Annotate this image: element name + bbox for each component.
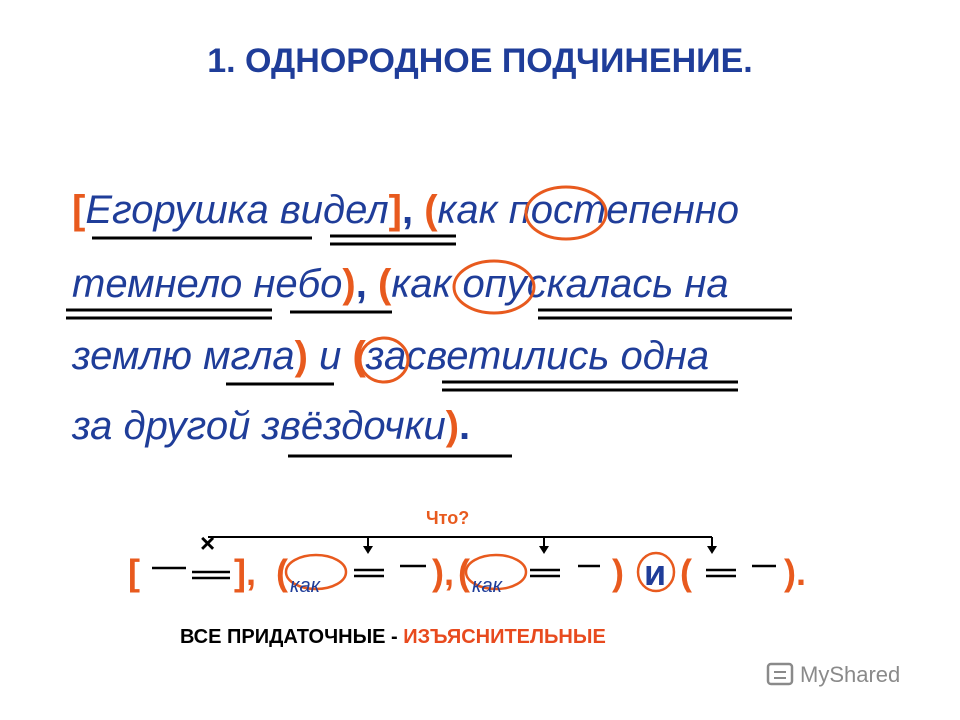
word-kak-1: как xyxy=(437,188,498,232)
scheme-clause-1-close: ), xyxy=(432,552,454,593)
conjunction-circle xyxy=(358,336,410,384)
scheme-clause-2-close: ) xyxy=(612,552,624,593)
page-title: 1. ОДНОРОДНОЕ ПОДЧИНЕНИЕ. xyxy=(207,42,753,80)
word-na: на xyxy=(684,262,729,306)
clause-3-close-paren: ) xyxy=(445,404,460,448)
clause-1-open-paren: ( xyxy=(424,188,438,232)
scheme-conj-i: и xyxy=(644,552,667,593)
conjunction-circle xyxy=(452,259,536,315)
scheme-arrow-head xyxy=(707,546,717,554)
sentence-line-2: темнело небо), (как опускалась на xyxy=(72,262,729,307)
word-videl: видел xyxy=(279,188,389,232)
scheme-main-close: ], xyxy=(234,552,256,593)
scheme-cross: × xyxy=(200,528,216,558)
scheme-clause-2-open: ( xyxy=(458,552,470,593)
period: . xyxy=(459,404,471,448)
scheme-kak-1: как xyxy=(290,575,321,597)
word-nebo: небо xyxy=(253,262,343,306)
comma: , xyxy=(401,188,414,232)
scheme-arrow-head xyxy=(539,546,549,554)
scheme-kak-circle xyxy=(464,553,528,591)
word-opuskalas: опускалась xyxy=(462,262,674,306)
scheme-clause-3-open: ( xyxy=(680,552,692,593)
watermark-icon xyxy=(766,662,794,686)
word-postepenno: постепенно xyxy=(508,188,740,232)
word-egorushka: Егорушка xyxy=(85,188,269,232)
word-odna: одна xyxy=(620,334,710,378)
summary-line: ВСЕ ПРИДАТОЧНЫЕ - ИЗЪЯСНИТЕЛЬНЫЕ xyxy=(180,626,606,649)
clause-2-close-paren: ) xyxy=(294,334,308,378)
word-zvezdochki: звёздочки xyxy=(261,404,446,448)
word-zemlyu: землю xyxy=(72,334,192,378)
scheme-clause-3-close: ). xyxy=(784,552,806,593)
conjunction-circle xyxy=(524,185,608,241)
clause-1-close-paren: ) xyxy=(342,262,356,306)
main-clause-close-bracket: ] xyxy=(388,188,402,232)
word-kak-2: как xyxy=(391,262,452,306)
scheme-kak-2: как xyxy=(472,575,503,597)
sentence-line-4: за другой звёздочки). xyxy=(72,404,470,449)
sentence-line-1: [Егорушка видел], (как постепенно xyxy=(72,188,739,233)
main-clause-open-bracket: [ xyxy=(72,188,86,232)
clause-2-open-paren: ( xyxy=(378,262,392,306)
word-mgla: мгла xyxy=(203,334,295,378)
scheme-main-open: [ xyxy=(128,552,140,593)
scheme-kak-circle xyxy=(284,553,348,591)
scheme-clause-1-open: ( xyxy=(276,552,288,593)
summary-left: ВСЕ ПРИДАТОЧНЫЕ - xyxy=(180,626,398,648)
scheme-conj-circle xyxy=(636,551,676,593)
comma: , xyxy=(355,262,367,306)
word-drugoy: другой xyxy=(123,404,251,448)
word-temnelo: темнело xyxy=(72,262,243,306)
word-i: и xyxy=(319,334,342,378)
summary-right: ИЗЪЯСНИТЕЛЬНЫЕ xyxy=(403,626,606,648)
watermark-text: MyShared xyxy=(800,662,901,687)
scheme-arrow-head xyxy=(363,546,373,554)
question-label: Что? xyxy=(426,508,470,528)
word-za: за xyxy=(72,404,113,448)
